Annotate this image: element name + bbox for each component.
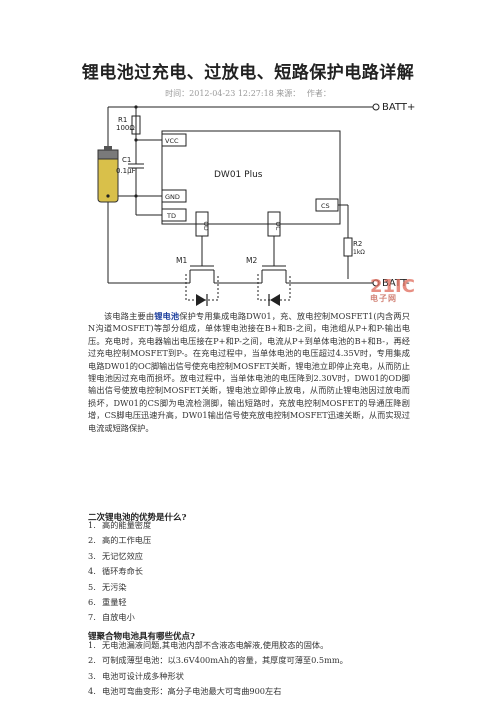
label-batt-plus: BATT+: [382, 102, 415, 113]
article-meta: 时间：2012-04-23 12:27:18 来源： 作者：: [0, 88, 496, 99]
list-item: 1.高的能量密度: [88, 520, 152, 530]
polymer-advantages-list: 1.无电池漏液问题,其电池内部不含液态电解液,使用胶态的固体。 2.可制成薄型电…: [88, 638, 348, 700]
m1-diode-loop: [185, 274, 219, 301]
body-paragraph: 该电路主要由锂电池保护专用集成电路DW01，充、放电控制MOSFET1(内含两只…: [88, 310, 410, 434]
list-item: 2.可制成薄型电池：以3.6V400mAh的容量，其厚度可薄至0.5mm。: [88, 655, 348, 666]
ic-dw01-box: [161, 130, 341, 225]
m2-diode-icon: [270, 294, 280, 306]
section-heading-polymer: 锂聚合物电池具有哪些优点?: [88, 632, 195, 642]
para-before-link: 该电路主要由: [104, 311, 155, 321]
list-item: 3.无记忆效应: [88, 550, 143, 561]
list-item: 6.重量轻: [88, 596, 127, 607]
watermark-sub: 电子网: [370, 294, 397, 303]
label-batt-minus: BATT-: [382, 278, 410, 289]
lithium-battery-link[interactable]: 锂电池: [154, 311, 180, 321]
label-c1: C1: [122, 156, 131, 164]
list-item: 1.无电池漏液问题,其电池内部不含液态电解液,使用胶态的固体。: [88, 640, 329, 650]
label-m1: M1: [176, 256, 187, 265]
meta-author: 作者：: [306, 89, 331, 98]
section-heading-advantages: 二次锂电池的优势是什么?: [88, 513, 187, 523]
pin-td-box: [161, 208, 187, 222]
label-ic: DW01 Plus: [214, 170, 263, 180]
label-pin-td: TD: [166, 212, 176, 220]
watermark-main: 21IC: [370, 276, 415, 297]
pin-gnd-box: [161, 189, 187, 203]
batt-plus-terminal-icon: [372, 103, 380, 111]
label-pin-oc: OC: [274, 222, 281, 231]
label-pin-cs: CS: [321, 202, 330, 210]
list-item: 2.高的工作电压: [88, 535, 152, 546]
watermark-logo: 21IC 电子网: [370, 276, 415, 304]
label-r2: R2: [353, 240, 362, 248]
batt-minus-terminal-icon: [372, 279, 380, 287]
list-item: 7.自放电小: [88, 612, 135, 623]
label-r1-value: 100Ω: [116, 124, 135, 132]
circuit-schematic: BATT+ BATT- R1 100Ω C1 0.1μF DW01 Plus V…: [97, 102, 415, 306]
pin-vcc-box: [161, 133, 187, 147]
m1-diode-icon: [196, 294, 206, 306]
para-after-link: 保护专用集成电路DW01，充、放电控制MOSFET1(内含两只N沟道MOSFET…: [88, 311, 410, 433]
label-pin-vcc: VCC: [165, 137, 179, 145]
label-pin-od: OD: [202, 221, 209, 231]
list-item: 5.无污染: [88, 581, 127, 592]
advantages-list: 1.高的能量密度 2.高的工作电压 3.无记忆效应 4.循环寿命长 5.无污染 …: [88, 518, 151, 626]
label-r2-value: 1kΩ: [353, 249, 365, 256]
r2-symbol: [343, 237, 353, 257]
m2-diode-loop: [257, 274, 291, 301]
meta-time: 时间：2012-04-23 12:27:18 来源：: [165, 89, 301, 98]
label-c1-value: 0.1μF: [116, 167, 136, 175]
list-item: 3.电池可设计成多种形状: [88, 670, 184, 681]
label-m2: M2: [246, 256, 257, 265]
label-pin-gnd: GND: [165, 193, 180, 201]
label-r1: R1: [118, 116, 127, 124]
list-item: 4.循环寿命长: [88, 566, 143, 577]
list-item: 4.电池可弯曲变形：高分子电池最大可弯曲900左右: [88, 686, 282, 697]
page-title: 锂电池过充电、过放电、短路保护电路详解: [81, 63, 415, 83]
